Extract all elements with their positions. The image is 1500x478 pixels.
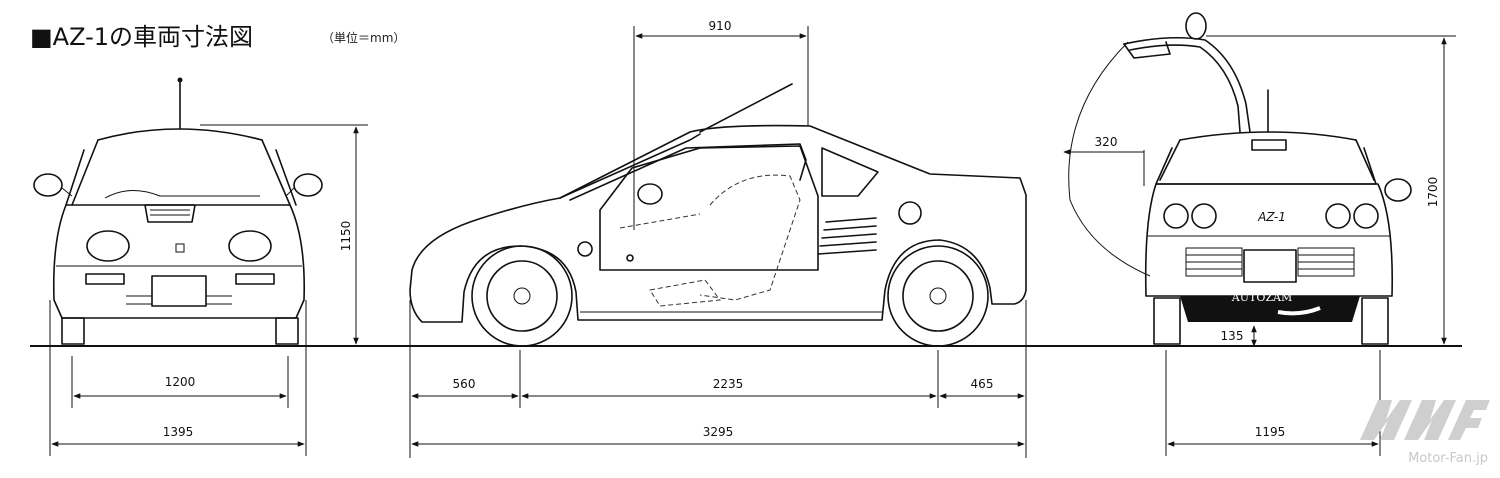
rear-view: AZ-1 AUTOZAM [1068, 12, 1412, 345]
rear-model-badge: AZ-1 [1257, 210, 1286, 224]
dim-door-offset: 320 [1095, 135, 1118, 149]
dim-door-open-height: 1700 [1426, 177, 1440, 208]
dim-rear-track: 1195 [1255, 425, 1286, 439]
dim-roof-span: 910 [709, 19, 732, 33]
rear-dimensions: 320 1700 135 1195 [1063, 35, 1456, 456]
front-view [33, 77, 323, 345]
unit-note: （単位＝mm） [322, 30, 405, 45]
front-dimensions: 1200 1395 1150 [49, 124, 368, 456]
dim-wheelbase: 2235 [713, 377, 744, 391]
side-view [409, 83, 1027, 347]
dim-overall-length: 3295 [703, 425, 734, 439]
dim-overall-width: 1395 [163, 425, 194, 439]
watermark-logo-icon [1360, 400, 1490, 440]
dim-ground-clearance: 135 [1221, 329, 1244, 343]
dim-front-track: 1200 [165, 375, 196, 389]
dim-rear-overhang: 465 [971, 377, 994, 391]
dim-overall-height: 1150 [339, 221, 353, 252]
dim-front-overhang: 560 [453, 377, 476, 391]
drawing-title: ■AZ-1の車両寸法図 [30, 23, 253, 51]
rear-brand-badge: AUTOZAM [1231, 291, 1292, 304]
watermark: Motor-Fan.jp [1360, 400, 1490, 466]
watermark-text: Motor-Fan.jp [1408, 451, 1488, 466]
side-dimensions: 910 560 2235 465 3295 [409, 19, 1027, 458]
